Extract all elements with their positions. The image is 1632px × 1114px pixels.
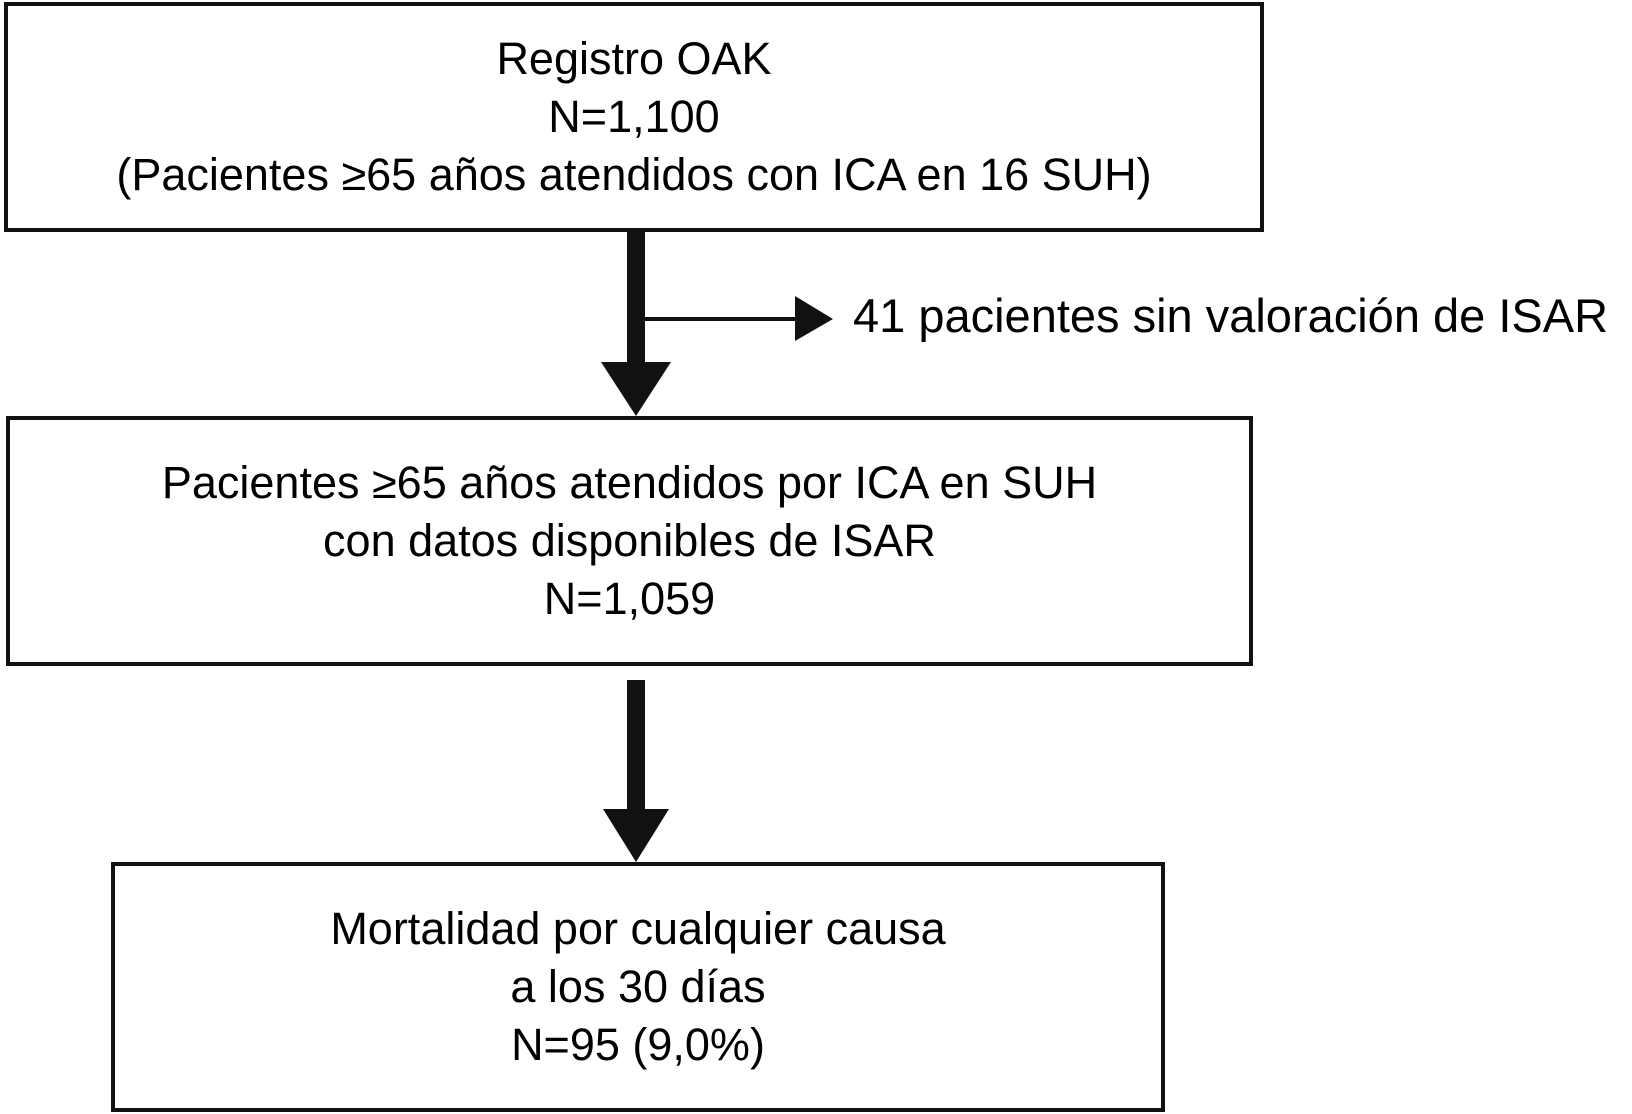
flow-arrow-1-shaft — [627, 232, 645, 364]
included-description-line-2: con datos disponibles de ISAR — [323, 515, 936, 566]
flow-arrow-1-head — [601, 362, 671, 416]
included-description-line-1: Pacientes ≥65 años atendidos por ICA en … — [161, 457, 1098, 508]
outcome-description-line-1: Mortalidad por cualquier causa — [330, 903, 946, 954]
outcome-description-line-2: a los 30 días — [510, 961, 766, 1012]
registry-title: Registro OAK — [496, 33, 772, 84]
exclusion-label: 41 pacientes sin valoración de ISAR — [853, 289, 1609, 342]
outcome-count: N=95 (9,0%) — [511, 1019, 765, 1070]
flow-arrow-2-head — [603, 809, 669, 862]
flow-arrow-2-shaft — [627, 680, 645, 811]
outcome-box: Mortalidad por cualquier causa a los 30 … — [111, 862, 1165, 1112]
exclusion-arrow-head — [795, 296, 833, 341]
registry-count: N=1,100 — [548, 91, 720, 142]
registry-description: (Pacientes ≥65 años atendidos con ICA en… — [116, 149, 1152, 200]
registry-box: Registro OAK N=1,100 (Pacientes ≥65 años… — [4, 2, 1264, 232]
included-count: N=1,059 — [543, 573, 716, 624]
included-patients-box: Pacientes ≥65 años atendidos por ICA en … — [6, 416, 1253, 666]
exclusion-arrow-shaft — [645, 317, 797, 321]
